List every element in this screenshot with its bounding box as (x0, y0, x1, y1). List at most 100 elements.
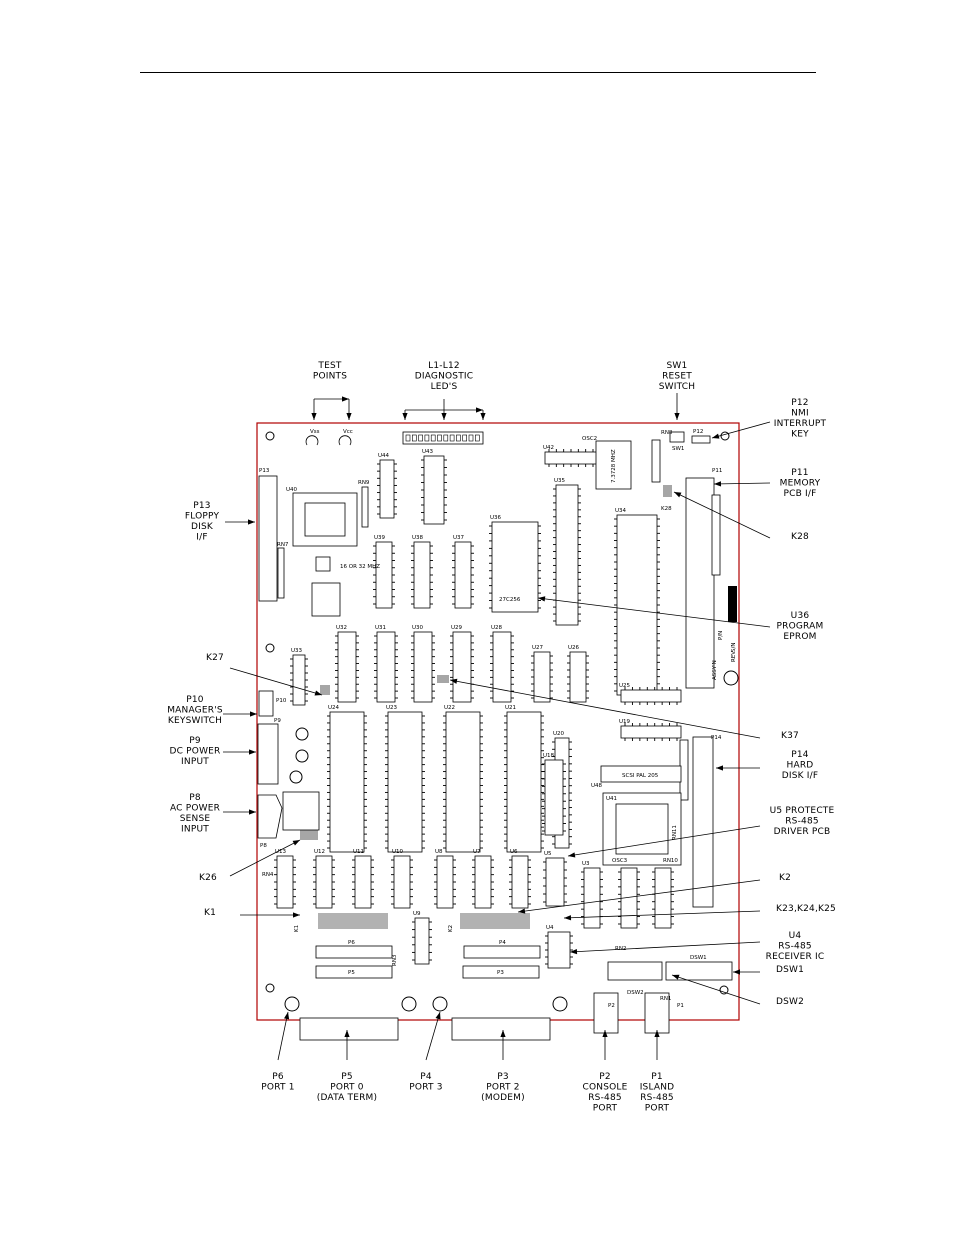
callout-line: DSW1 (776, 965, 804, 975)
p13-label: P13 (259, 468, 270, 474)
k26-jumper (300, 830, 318, 840)
callout-line: AC POWER (170, 804, 220, 814)
callout-line: CONSOLE (583, 1083, 628, 1093)
p2-console-jack (593, 992, 619, 1034)
callout-k1: K1 (204, 908, 216, 918)
callout-line: PORT 0 (330, 1083, 363, 1093)
callout-dsw2: DSW2 (776, 997, 804, 1007)
u32-chip: U32 (335, 625, 359, 703)
leader-arrow (449, 678, 761, 739)
callout-line: P6 (272, 1072, 284, 1082)
u33-label: U33 (291, 648, 303, 654)
u43-label: U43 (422, 449, 434, 455)
u24-chip: U24 (327, 705, 367, 853)
osc3-label: OSC3 (612, 858, 628, 864)
callout-line: U4 (789, 931, 802, 941)
u27-chip: U27 (531, 645, 553, 703)
callout-line: RECEIVER IC (766, 952, 825, 962)
leader-arrow (314, 396, 349, 402)
k37-jumper (437, 675, 449, 683)
u2-chip: U2 (618, 861, 640, 929)
p11-memory-header (685, 477, 715, 689)
callout-line: DRIVER PCB (774, 827, 831, 837)
dsw2-dip-switch (607, 961, 663, 981)
u30-label: U30 (412, 625, 424, 631)
u20-label: U20 (553, 731, 565, 737)
u36-label: U36 (490, 515, 502, 521)
leader-arrow (569, 941, 761, 955)
u37-label: U37 (453, 535, 465, 541)
leader-arrow (229, 667, 323, 696)
k2-jumper-block (460, 913, 530, 929)
mounting-hole (265, 643, 275, 653)
p8-ac-sense-header (257, 794, 283, 839)
u34-label: U34 (615, 508, 627, 514)
callout-line: INTERRUPT (774, 419, 827, 429)
p6-header (315, 945, 393, 959)
callout-line: SW1 (667, 361, 688, 371)
p12-label: P12 (693, 429, 703, 435)
callout-line: K2 (779, 873, 791, 883)
callout-line: DISK I/F (782, 771, 819, 781)
p10-label: P10 (276, 698, 287, 704)
u30-chip: U30 (411, 625, 435, 703)
callout-line: K23,K24,K25 (776, 904, 836, 914)
callout-line: I/F (196, 533, 207, 543)
rn9-resistor-pack (361, 486, 369, 528)
power-regulator (282, 791, 320, 831)
callout-line: P2 (599, 1072, 611, 1082)
u44-label: U44 (378, 453, 390, 459)
p1-island-jack (644, 992, 670, 1034)
callout-line: K1 (204, 908, 216, 918)
callout-line: P5 (341, 1072, 353, 1082)
callout-line: P3 (497, 1072, 509, 1082)
vcc-label: Vcc (343, 429, 353, 435)
u48-scsi-pal (600, 765, 682, 783)
p9-label: P9 (274, 718, 281, 724)
leader-arrow (713, 481, 771, 487)
osc2-freq-label: 7.3728 MHZ (611, 449, 617, 483)
k28-jumper (663, 485, 672, 497)
leader-arrow (517, 879, 761, 914)
p2-label: P2 (608, 1003, 615, 1009)
leader-arrow (405, 407, 483, 413)
u26-label: U26 (568, 645, 580, 651)
u39-chip: U39 (373, 535, 395, 609)
p4-label: P4 (499, 940, 506, 946)
u42-label: U42 (543, 445, 554, 451)
mounting-hole (720, 431, 730, 441)
callout-line: P9 (189, 736, 201, 746)
u5-label: U5 (544, 851, 552, 857)
crystal (311, 582, 341, 617)
p14-label: P14 (711, 735, 722, 741)
sn-label: S/N (731, 643, 737, 652)
u8-chip: U8 (434, 849, 456, 909)
callout-k23: K23,K24,K25 (776, 904, 836, 914)
rn1-label: RN1 (660, 996, 671, 1002)
callout-line: P12 (791, 398, 808, 408)
leader-arrow (344, 1030, 350, 1060)
callout-line: SWITCH (659, 382, 696, 392)
p4-header (463, 945, 541, 959)
callout-line: RESET (662, 372, 692, 382)
diagnostic-led-row (402, 431, 484, 445)
k27-jumper (320, 685, 330, 695)
u29-label: U29 (451, 625, 463, 631)
xtal-label: 16 OR 32 MHZ (340, 564, 380, 570)
callout-line: KEYSWITCH (168, 716, 222, 726)
leader-arrow (346, 399, 352, 420)
leader-arrow (500, 1030, 506, 1060)
callout-line: ISLAND (640, 1083, 675, 1093)
serial-block (728, 586, 737, 622)
leader-arrow (480, 410, 486, 420)
u28-chip: U28 (490, 625, 514, 703)
callout-line: PORT 3 (409, 1083, 442, 1093)
